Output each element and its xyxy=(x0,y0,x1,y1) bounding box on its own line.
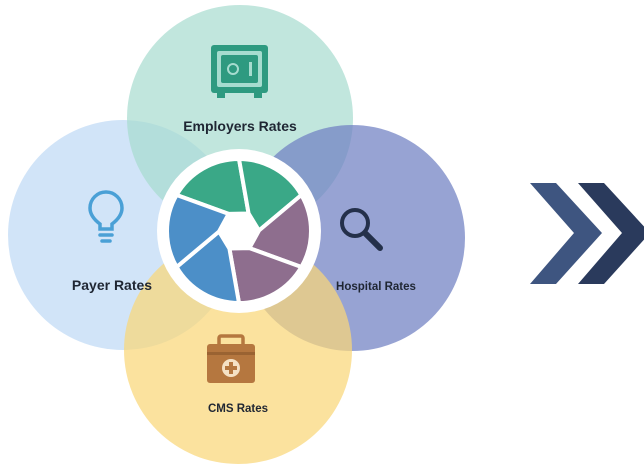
lightbulb-icon xyxy=(88,190,124,243)
double-chevron-right-icon xyxy=(530,183,644,284)
aperture-blades xyxy=(165,157,313,305)
employers-rates-label: Employers Rates xyxy=(183,118,297,134)
hospital-rates-label: Hospital Rates xyxy=(336,281,416,293)
payer-rates-label: Payer Rates xyxy=(72,277,152,293)
cms-rates-label: CMS Rates xyxy=(208,403,268,415)
aperture-icon xyxy=(157,149,321,313)
safe-icon xyxy=(211,45,268,98)
medical-kit-icon xyxy=(207,334,255,383)
blade-6 xyxy=(165,193,231,269)
magnifier-icon xyxy=(340,208,383,251)
